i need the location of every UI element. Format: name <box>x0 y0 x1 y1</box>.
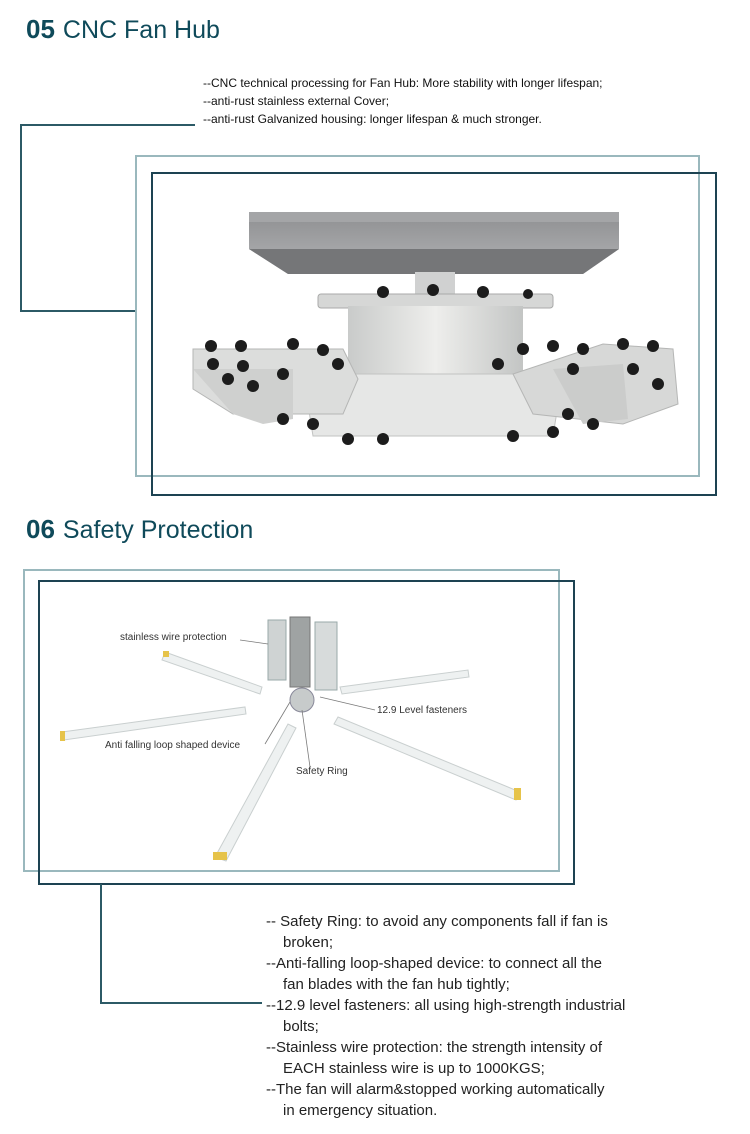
image-frame-inner <box>151 172 717 496</box>
image-frame-inner <box>38 580 575 885</box>
hub-note: --CNC technical processing for Fan Hub: … <box>203 76 603 90</box>
safety-feature-list: -- Safety Ring: to avoid any components … <box>266 911 625 1121</box>
fan-blades-image <box>60 616 521 862</box>
callout-stainless-wire: stainless wire protection <box>120 632 227 643</box>
image-frame-outer <box>23 569 560 872</box>
connector-line <box>20 124 195 126</box>
callout-fasteners: 12.9 Level fasteners <box>377 705 468 716</box>
image-frame-outer <box>135 155 700 477</box>
section-number: 06 <box>26 514 55 544</box>
section-number: 05 <box>26 14 55 44</box>
list-item: -- Safety Ring: to avoid any components … <box>266 913 608 951</box>
connector-line <box>100 1002 262 1004</box>
list-item: --Anti-falling loop-shaped device: to co… <box>266 955 603 993</box>
section-title-text: Safety Protection <box>62 516 254 544</box>
connector-line <box>20 310 136 312</box>
hub-note: --anti-rust Galvanized housing: longer l… <box>203 112 542 126</box>
callout-anti-falling-device: Anti falling loop shaped device <box>105 740 241 751</box>
section-title-text: CNC Fan Hub <box>62 16 220 44</box>
fan-hub-image <box>192 212 679 445</box>
list-item: --The fan will alarm&stopped working aut… <box>266 1081 605 1119</box>
connector-line <box>100 884 102 1004</box>
list-item: --Stainless wire protection: the strengt… <box>266 1039 602 1077</box>
callout-safety-ring: Safety Ring <box>296 766 348 777</box>
connector-line <box>20 124 22 312</box>
hub-note: --anti-rust stainless external Cover; <box>203 94 390 108</box>
list-item: --12.9 level fasteners: all using high-s… <box>266 997 626 1035</box>
hub-notes: --CNC technical processing for Fan Hub: … <box>203 74 603 128</box>
